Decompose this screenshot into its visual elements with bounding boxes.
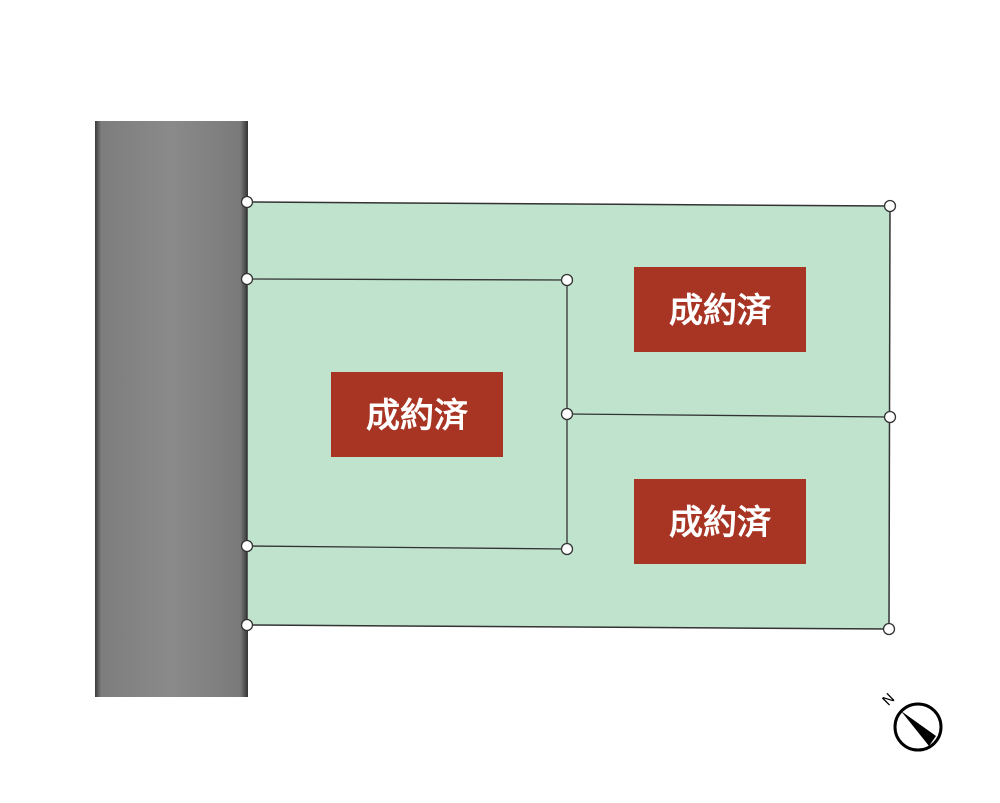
sold-label: 成約済: [669, 503, 772, 543]
sold-label: 成約済: [366, 396, 469, 436]
lot-boundary-right: [566, 413, 891, 418]
lot-top-right-sold-badge: 成約済: [634, 267, 806, 352]
north-label: N: [880, 691, 899, 710]
lot-left-sold-badge: 成約済: [331, 372, 503, 457]
boundary-markers: [240, 195, 897, 636]
road: [95, 121, 248, 697]
lot-bottom-right-sold-badge: 成約済: [634, 479, 806, 564]
sold-label: 成約済: [669, 291, 772, 331]
north-compass-icon: N: [880, 691, 943, 752]
